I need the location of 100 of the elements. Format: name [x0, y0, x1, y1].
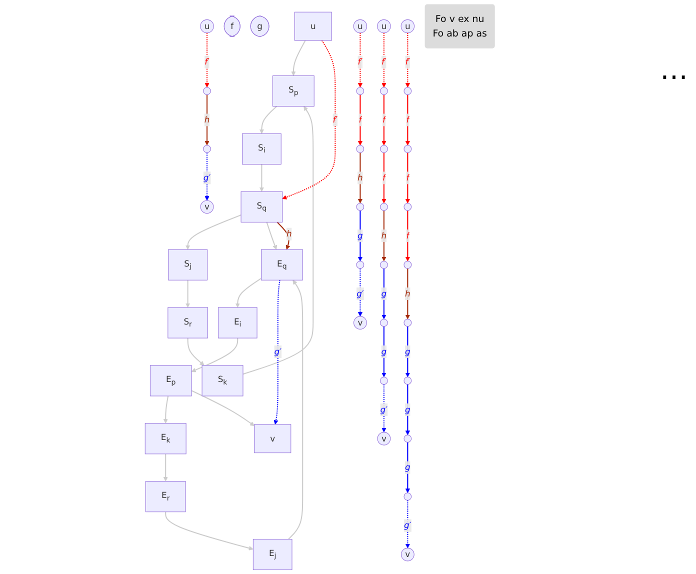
node-box: u	[294, 12, 332, 41]
edge-label: f′	[382, 56, 386, 67]
edge-label: g	[405, 462, 410, 472]
arrow	[405, 442, 410, 494]
arrow	[358, 210, 363, 262]
edge-label: g	[381, 346, 387, 356]
node-box: S$_{r}$	[168, 307, 208, 338]
edge-label: f	[382, 114, 386, 125]
edge-label: f′	[405, 56, 410, 67]
node-point	[404, 434, 412, 443]
arrow	[259, 164, 264, 192]
node-box: E$_{p}$	[150, 365, 192, 396]
arrow	[259, 106, 278, 134]
node-box: E$_{k}$	[144, 423, 186, 454]
node-point	[380, 145, 388, 153]
edge-label: g′	[404, 520, 412, 530]
arrow	[382, 152, 386, 204]
edge-label: f′	[332, 114, 338, 125]
node-point	[203, 145, 211, 153]
node-point	[203, 87, 211, 95]
arrow	[405, 268, 410, 320]
arrow	[358, 32, 363, 88]
arrow	[382, 210, 386, 262]
arrow	[291, 40, 306, 76]
edge-label: g	[381, 288, 387, 299]
node-point	[356, 260, 364, 269]
node-box: S$_{i}$	[242, 133, 282, 165]
edge-label: f	[406, 172, 410, 183]
arrow	[405, 32, 410, 88]
node-point	[380, 318, 388, 327]
node-point	[380, 202, 388, 211]
edge-label: h	[286, 228, 292, 239]
arrow	[405, 326, 410, 378]
node-circle: u	[377, 19, 391, 34]
edge-label: g	[405, 346, 410, 356]
node-circle: v	[200, 200, 214, 214]
node-circle: u	[353, 19, 368, 34]
edge-label: g′	[203, 172, 211, 183]
edge-label: f	[358, 114, 362, 125]
arrow	[382, 326, 386, 378]
arrow	[405, 500, 410, 548]
node-point	[356, 145, 364, 153]
arrow	[163, 396, 169, 424]
arrow	[204, 32, 210, 88]
node-point	[404, 202, 412, 211]
arrow	[235, 278, 262, 308]
edge-label: g′	[380, 404, 388, 414]
node-point	[404, 260, 412, 269]
arrow	[274, 280, 280, 425]
arrow	[358, 268, 363, 317]
node-point	[404, 492, 412, 500]
edge-label: h	[381, 230, 387, 241]
edge-label: h	[204, 114, 210, 125]
edge-label: g′	[274, 346, 282, 356]
node-circle: u	[200, 19, 214, 34]
arrow	[382, 94, 386, 146]
node-box: E$_{i}$	[218, 307, 258, 338]
arrow	[204, 94, 210, 146]
arrow	[382, 32, 386, 88]
ellipsis-label: ⋯	[660, 60, 688, 93]
node-point	[380, 260, 388, 269]
edge-label: g	[358, 230, 363, 241]
node-box: Fo v ex nu Fo ab ap as	[424, 4, 495, 48]
arrow	[382, 268, 386, 320]
arrow	[282, 40, 336, 200]
arrow	[191, 390, 255, 426]
node-point	[404, 376, 412, 385]
node-circle: v	[354, 316, 367, 330]
edge-label: g	[405, 404, 410, 414]
node-box: S$_{j}$	[168, 249, 208, 280]
node-box: v	[254, 424, 292, 454]
arrow	[191, 338, 238, 372]
arrow	[266, 222, 278, 250]
node-box: S$_{k}$	[202, 365, 244, 396]
arrow	[187, 338, 204, 366]
node-box: E$_{q}$	[261, 249, 303, 280]
edge-label: g′	[356, 288, 364, 299]
arrow	[382, 384, 386, 432]
arrow	[165, 512, 254, 550]
arrow	[163, 454, 168, 482]
arrow	[405, 94, 410, 146]
arrow	[242, 106, 314, 375]
arrow	[405, 152, 410, 204]
arrow	[358, 152, 363, 204]
arrow	[276, 222, 290, 250]
edge-label: f′	[204, 56, 210, 67]
edge-label: f′	[358, 56, 363, 67]
node-circle: v	[400, 548, 414, 562]
node-box: S$_{p}$	[272, 75, 314, 107]
node-point	[404, 145, 412, 153]
edge-label: h	[358, 172, 363, 183]
arrow	[186, 280, 190, 308]
arrow	[186, 214, 242, 250]
node-box: E$_{j}$	[252, 538, 292, 570]
node-box: S$_{q}$	[240, 191, 283, 222]
node-circle: v	[377, 432, 391, 446]
edge-label: h	[405, 288, 410, 299]
node-point	[404, 87, 412, 95]
node-point	[380, 87, 388, 95]
node-box: E$_{r}$	[145, 481, 186, 512]
